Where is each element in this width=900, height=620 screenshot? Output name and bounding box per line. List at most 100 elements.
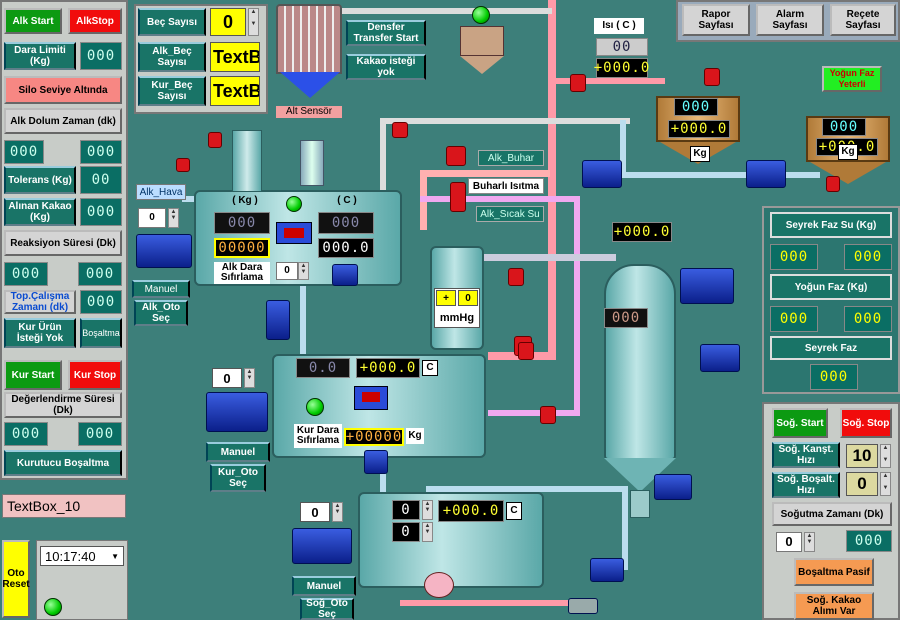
sog-c-label: C — [506, 502, 522, 520]
alk-manuel-button[interactable]: Manuel — [132, 280, 190, 298]
alt-sensor-label: Alt Sensör — [276, 106, 342, 118]
sog-stop-button[interactable]: Soğ. Stop — [840, 408, 892, 438]
alk-dolum-zamani-label: Alk Dolum Zaman (dk) — [4, 108, 122, 134]
pipe-tank-link — [620, 120, 626, 176]
hopper-icon — [460, 26, 504, 56]
tolerans-display: 00 — [80, 166, 122, 194]
sog-left-spinner[interactable]: ▲▼ — [332, 502, 343, 522]
sogutma-zamani-spinner[interactable]: ▲▼ — [804, 532, 815, 552]
alk-kg-label: ( Kg ) — [232, 195, 258, 206]
kurutucu-bosaltma-button[interactable]: Kurutucu Boşaltma — [4, 450, 122, 476]
alk-buhar-label: Alk_Buhar — [478, 150, 544, 166]
buharli-valve-icon — [450, 182, 466, 212]
alk-c-display: 000 — [318, 212, 374, 234]
pipe-kur-vertical — [380, 456, 386, 500]
sog-kanst-spinner[interactable]: ▲▼ — [880, 444, 891, 468]
pipe-mid-vertical — [300, 280, 306, 354]
pipe-steam — [420, 170, 550, 177]
pipe-cooler-right — [622, 486, 628, 570]
sog-v1-spinner[interactable]: ▲▼ — [422, 500, 433, 520]
sog-bosalt-spinner[interactable]: ▲▼ — [880, 472, 891, 496]
textbox-10[interactable]: TextBox_10 — [2, 494, 126, 518]
clock-dropdown[interactable]: 10:17:40 ▼ — [40, 546, 124, 566]
alk-c-label: ( C ) — [337, 195, 357, 206]
alk-indicator-inner — [284, 228, 304, 238]
densfer-transfer-button[interactable]: Densfer Transfer Start — [346, 20, 426, 46]
pipe-column-feed — [466, 254, 616, 261]
yogun-faz-display-1: 000 — [770, 306, 818, 332]
alk-c-display-2: 000.0 — [318, 238, 374, 258]
bec-sayisi-display: 0 — [210, 8, 246, 36]
oto-reset-button[interactable]: Oto Reset — [2, 540, 30, 618]
pipe-left-blue — [182, 196, 196, 202]
alk-left-valve-icon — [208, 132, 222, 148]
isi-display-2: +000.0 — [593, 58, 651, 78]
bosaltma-pasif-button[interactable]: Boşaltma Pasif — [794, 558, 874, 586]
silo-icon — [276, 4, 342, 74]
kur-indicator-inner — [362, 392, 380, 402]
sog-start-button[interactable]: Soğ. Start — [772, 408, 828, 438]
alk-bec-label: Alk_Beç Sayısı — [138, 42, 206, 72]
sogutma-zamani-display-2: 000 — [846, 530, 892, 552]
sog-v2-spinner[interactable]: ▲▼ — [422, 522, 433, 542]
alk-bec-display: TextB — [210, 42, 260, 72]
kur-bec-label: Kur_Beç Sayısı — [138, 76, 206, 106]
kur-left-spinner[interactable]: ▲▼ — [244, 368, 255, 388]
reaksiyon-label: Reaksiyon Süresi (Dk) — [4, 230, 122, 256]
kur-motor-icon — [206, 392, 268, 432]
kur-bottom-motor-icon — [364, 450, 388, 474]
seyrek-faz-su-display-2: 000 — [844, 244, 892, 270]
kur-bec-display: TextB — [210, 76, 260, 106]
rapor-sayfasi-button[interactable]: Rapor Sayfası — [682, 4, 750, 36]
kur-stop-button[interactable]: Kur Stop — [68, 360, 122, 390]
dara-limiti-label: Dara Limiti (Kg) — [4, 42, 76, 70]
alk-dolum-display-1: 000 — [4, 140, 44, 164]
hopper-led-icon — [472, 6, 490, 24]
bec-sayisi-label: Beç Sayısı — [138, 8, 206, 36]
kur-t1-display: 0.0 — [296, 358, 350, 378]
sog-kakao-alimi-button[interactable]: Soğ. Kakao Alımı Var — [794, 592, 874, 620]
column-pump-1-icon — [680, 268, 734, 304]
chevron-down-icon: ▼ — [111, 551, 119, 561]
sogutma-zamani-label: Soğutma Zamanı (Dk) — [772, 502, 892, 526]
degerlendirme-display-1: 000 — [4, 422, 48, 446]
alk-oto-sec-button[interactable]: Alk_Oto Seç — [134, 300, 188, 326]
vacuum-zero: 0 — [458, 290, 478, 306]
pipe-tank-bottom — [620, 172, 820, 178]
bec-spinner[interactable]: ▲▼ — [248, 8, 259, 36]
alk-hava-spinner[interactable]: ▲▼ — [168, 208, 179, 228]
sog-bottom-icon — [568, 598, 598, 614]
alk-kg-display-2: 00000 — [214, 238, 270, 258]
kur-manuel-button[interactable]: Manuel — [206, 442, 270, 462]
pipe-cooler-top — [426, 486, 626, 492]
kur-start-button[interactable]: Kur Start — [4, 360, 62, 390]
tank-2-display-1: 000 — [822, 118, 866, 136]
isi-label: Isı ( C ) — [594, 18, 644, 34]
tolerans-label: Tolerans (Kg) — [4, 166, 76, 194]
alk-agitator-icon — [300, 140, 324, 186]
pipe-alk-white-v — [380, 118, 386, 208]
isi-display-1: 00 — [596, 38, 648, 56]
sog-motor-icon — [292, 528, 352, 564]
alk-dara-spinner[interactable]: ▲▼ — [298, 262, 309, 280]
reaksiyon-display-2: 000 — [78, 262, 122, 286]
seyrek-faz-su-label: Seyrek Faz Su (Kg) — [770, 212, 892, 238]
alk-hava-label: Alk_Hava — [136, 184, 186, 200]
kur-oto-sec-button[interactable]: Kur_Oto Seç — [210, 464, 266, 492]
silo-seviye-alarm: Silo Seviye Altında — [4, 76, 122, 104]
sog-left-display: 0 — [300, 502, 330, 522]
recete-sayfasi-button[interactable]: Reçete Sayfası — [830, 4, 896, 36]
alarm-sayfasi-button[interactable]: Alarm Sayfası — [756, 4, 824, 36]
alk-top-column-icon — [232, 130, 262, 192]
silo-cone-icon — [280, 72, 340, 98]
kur-c-label: C — [422, 360, 438, 376]
sog-oto-sec-button[interactable]: Soğ_Oto Seç — [300, 598, 354, 620]
sog-manuel-button[interactable]: Manuel — [292, 576, 356, 596]
alk-motor-icon — [136, 234, 192, 268]
alk-start-button[interactable]: Alk Start — [4, 8, 62, 34]
bosaltma-button[interactable]: Boşaltma — [80, 318, 122, 348]
alk-stop-button[interactable]: AlkStop — [68, 8, 122, 34]
degerlendirme-display-2: 000 — [78, 422, 122, 446]
textbox-10-text: TextBox_10 — [7, 498, 81, 514]
kur-left-display: 0 — [212, 368, 242, 388]
